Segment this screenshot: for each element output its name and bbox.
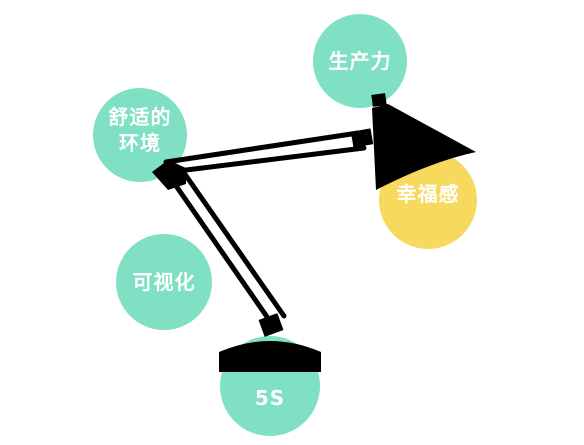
label-productivity: 生产力 (328, 49, 392, 73)
shade-cap (371, 93, 387, 107)
label-visualization: 可视化 (132, 270, 196, 294)
lower-arm (169, 167, 287, 327)
circle-visualization (116, 234, 212, 330)
shade-joint (350, 128, 374, 148)
lamp-shade (372, 104, 476, 190)
label-happiness: 幸福感 (396, 182, 460, 206)
circle-productivity (313, 14, 407, 108)
elbow-joint (152, 160, 186, 190)
lamp-base (219, 341, 321, 372)
circle-comfort (93, 88, 187, 182)
label-5s: 5S (254, 386, 286, 410)
label-comfort: 舒适的环境 (108, 105, 172, 155)
upper-arm (163, 130, 367, 175)
